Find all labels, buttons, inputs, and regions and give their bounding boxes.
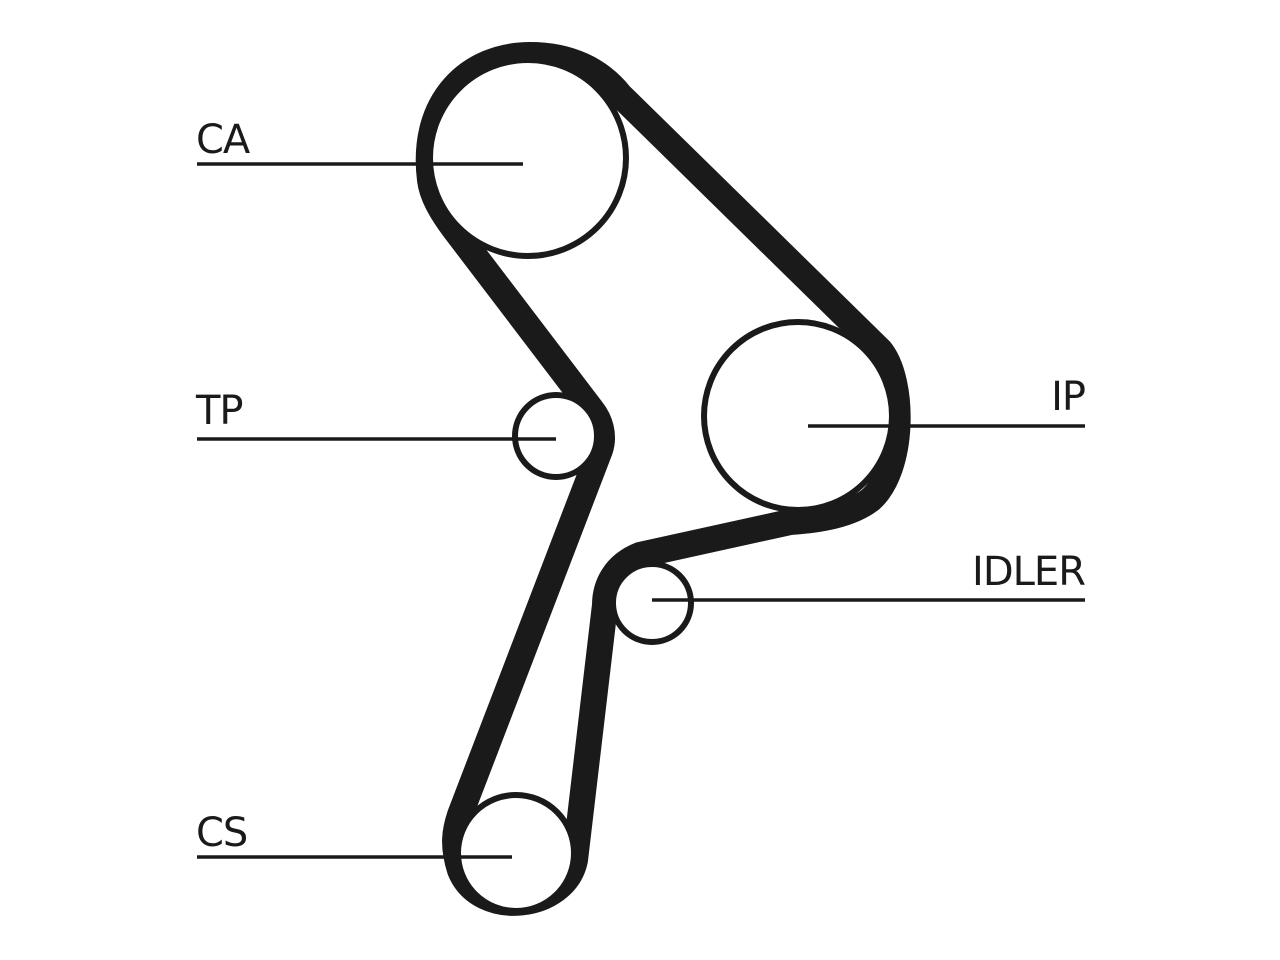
label-ca: CA xyxy=(196,117,251,163)
label-ip: IP xyxy=(1051,374,1085,420)
label-idler: IDLER xyxy=(972,549,1085,595)
crankshaft-pulley xyxy=(455,792,577,914)
injection-pump-pulley xyxy=(701,319,895,513)
camshaft-pulley xyxy=(427,57,629,259)
idler-pulley xyxy=(610,561,694,645)
tensioner-pulley xyxy=(512,392,600,480)
label-tp: TP xyxy=(195,388,243,434)
label-cs: CS xyxy=(196,810,247,856)
timing-belt xyxy=(415,42,911,916)
